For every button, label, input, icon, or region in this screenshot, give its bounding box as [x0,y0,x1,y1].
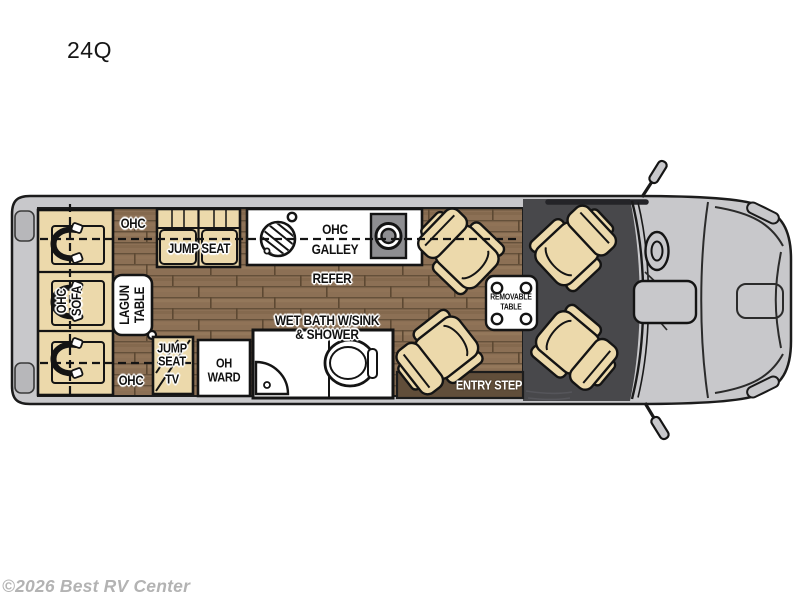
label-refer: REFER [312,269,352,286]
galley-counter [245,207,424,267]
floorplan-model-title: 24Q [67,37,112,63]
rear-bumper-caps [14,210,35,394]
label-lagun-table: LAGUN TABLE [117,285,147,325]
steering-wheel-icon [644,230,670,272]
label-ohc-sofa: OHC SOFA [54,285,84,317]
jump-seat-tv [151,335,195,396]
label-ohc-bottom: OHC [118,373,144,389]
label-jump-seat: JUMP SEAT [167,241,231,257]
wet-bath [251,328,395,400]
shower-icon [254,360,290,396]
exterior-step-lines [525,390,573,401]
stove-icon [369,212,408,260]
toilet-icon [323,338,378,388]
removable-table [484,274,539,332]
center-console [632,279,698,325]
headlight-icon [746,201,780,399]
label-ohc-top: OHC [120,216,146,232]
label-ohc-galley: OHC GALLEY [311,221,359,257]
sofa [36,208,115,397]
watermark: ©2026 Best RV Center [2,576,191,596]
label-entry-step: ENTRY STEP [455,377,523,393]
lagun-table [111,273,158,341]
label-jump-seat-tv: JUMP SEAT TV [157,340,187,387]
van-front [630,159,784,441]
hood-lines [700,201,784,399]
label-wet-bath: WET BATH W/SINK & SHOWER [274,312,380,342]
dashed-centerlines [40,204,521,398]
label-oh-ward: OH WARD [207,355,241,384]
side-mirror-icon [640,159,670,441]
oh-ward-cabinet [196,338,252,398]
label-removable-table: REMOVABLE TABLE [490,292,532,312]
